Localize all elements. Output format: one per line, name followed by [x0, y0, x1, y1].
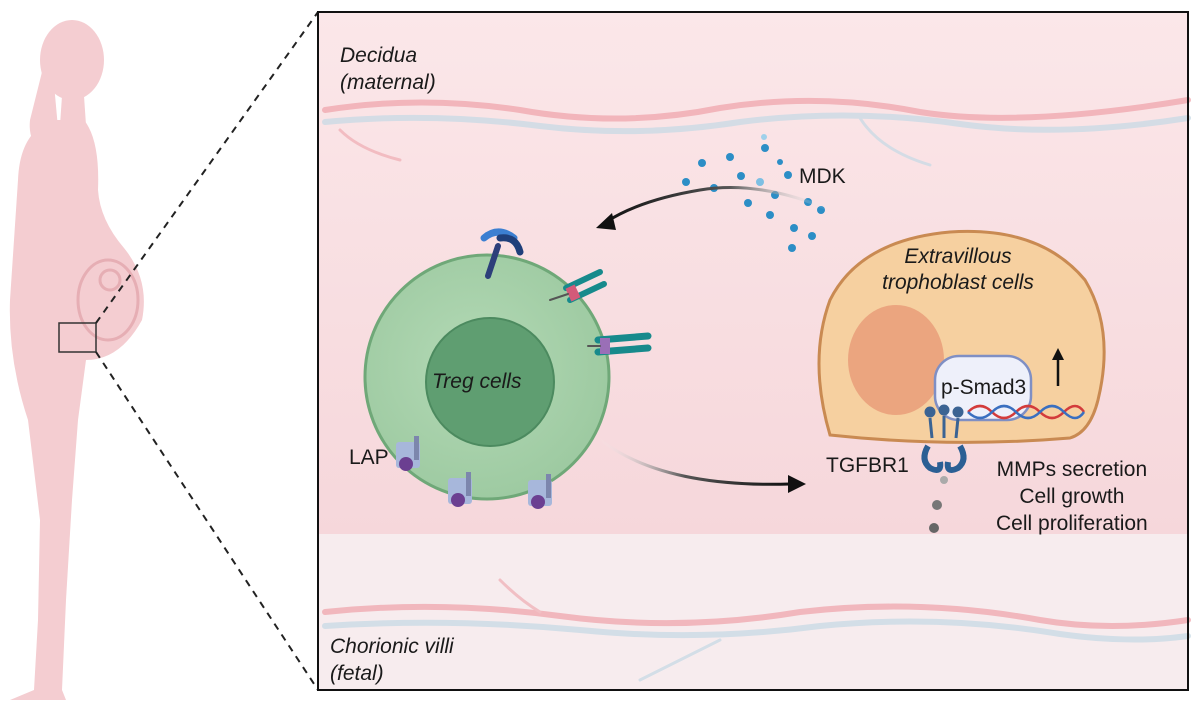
up-arrow-icon — [1052, 348, 1064, 386]
decidua-label: Decidua (maternal) — [340, 44, 436, 94]
evt-label: Extravillous trophoblast cells — [882, 245, 1034, 294]
outcome-item: Cell growth — [1019, 485, 1125, 508]
chorionic-label: Chorionic villi (fetal) — [330, 635, 454, 685]
receptor-icon-3 — [587, 332, 652, 356]
receptor-icon-2 — [549, 269, 607, 303]
mdk-label: MDK — [799, 165, 846, 188]
signal-dots — [929, 476, 948, 533]
fetus-icon — [76, 258, 140, 342]
dna-icon — [967, 404, 1086, 420]
blood-vessel-icon — [322, 97, 1191, 682]
mdk-to-treg-arrow — [605, 186, 831, 224]
zoom-line-bottom — [95, 351, 319, 691]
treg-cell — [363, 253, 611, 501]
psmad3-box — [933, 354, 1033, 422]
main-frame — [317, 11, 1189, 691]
tgfbr1-label: TGFBR1 — [826, 454, 909, 477]
outcome-item: MMPs secretion — [996, 458, 1148, 481]
pregnant-woman-icon — [9, 20, 144, 700]
lap-complex-icon — [396, 436, 552, 509]
treg-arrowhead — [788, 475, 806, 493]
outcome-item: Cell proliferation — [996, 512, 1148, 535]
receptor-icon — [480, 228, 524, 279]
zoom-box-icon — [58, 322, 97, 353]
treg-to-evt-arrow — [597, 436, 791, 486]
psmad3-label: p-Smad3 — [941, 376, 1027, 399]
zoom-line-top — [95, 11, 319, 324]
chorionic-region — [318, 534, 1188, 690]
evt-nucleus — [848, 305, 944, 415]
tgfbr1-receptor-icon — [921, 404, 967, 473]
lap-label: LAP — [349, 446, 389, 469]
mdk-arrowhead — [596, 213, 616, 230]
treg-label: Treg cells — [432, 370, 522, 393]
outcomes-list: MMPs secretion Cell growth Cell prolifer… — [996, 456, 1148, 537]
